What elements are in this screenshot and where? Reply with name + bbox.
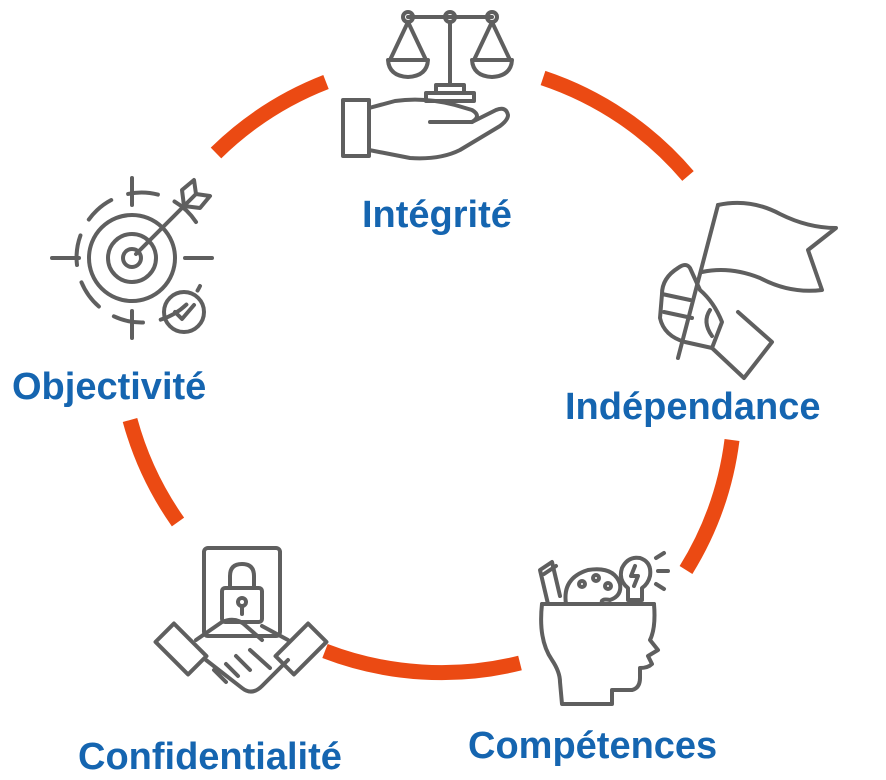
justice-scales-hand-icon [341,10,514,161]
ring-segment-integrite-independance [540,70,694,181]
ring-segment-competences-confidentialite [322,643,522,681]
label-integrite: Intégrité [362,194,512,236]
ring-segment-confidentialite-objectivite [122,417,185,527]
label-confidentialite: Confidentialité [78,736,342,778]
ring-segment-objectivite-integrite [210,75,329,159]
label-independance: Indépendance [565,386,821,428]
handshake-lock-icon [153,546,329,694]
ring-segment-independance-competences [679,439,740,574]
label-competences: Compétences [468,725,718,767]
head-ideas-icon [538,551,670,706]
hand-holding-flag-icon [658,200,838,380]
label-objectivite: Objectivité [12,366,207,408]
target-arrow-check-icon [50,176,214,340]
ring [122,70,740,681]
